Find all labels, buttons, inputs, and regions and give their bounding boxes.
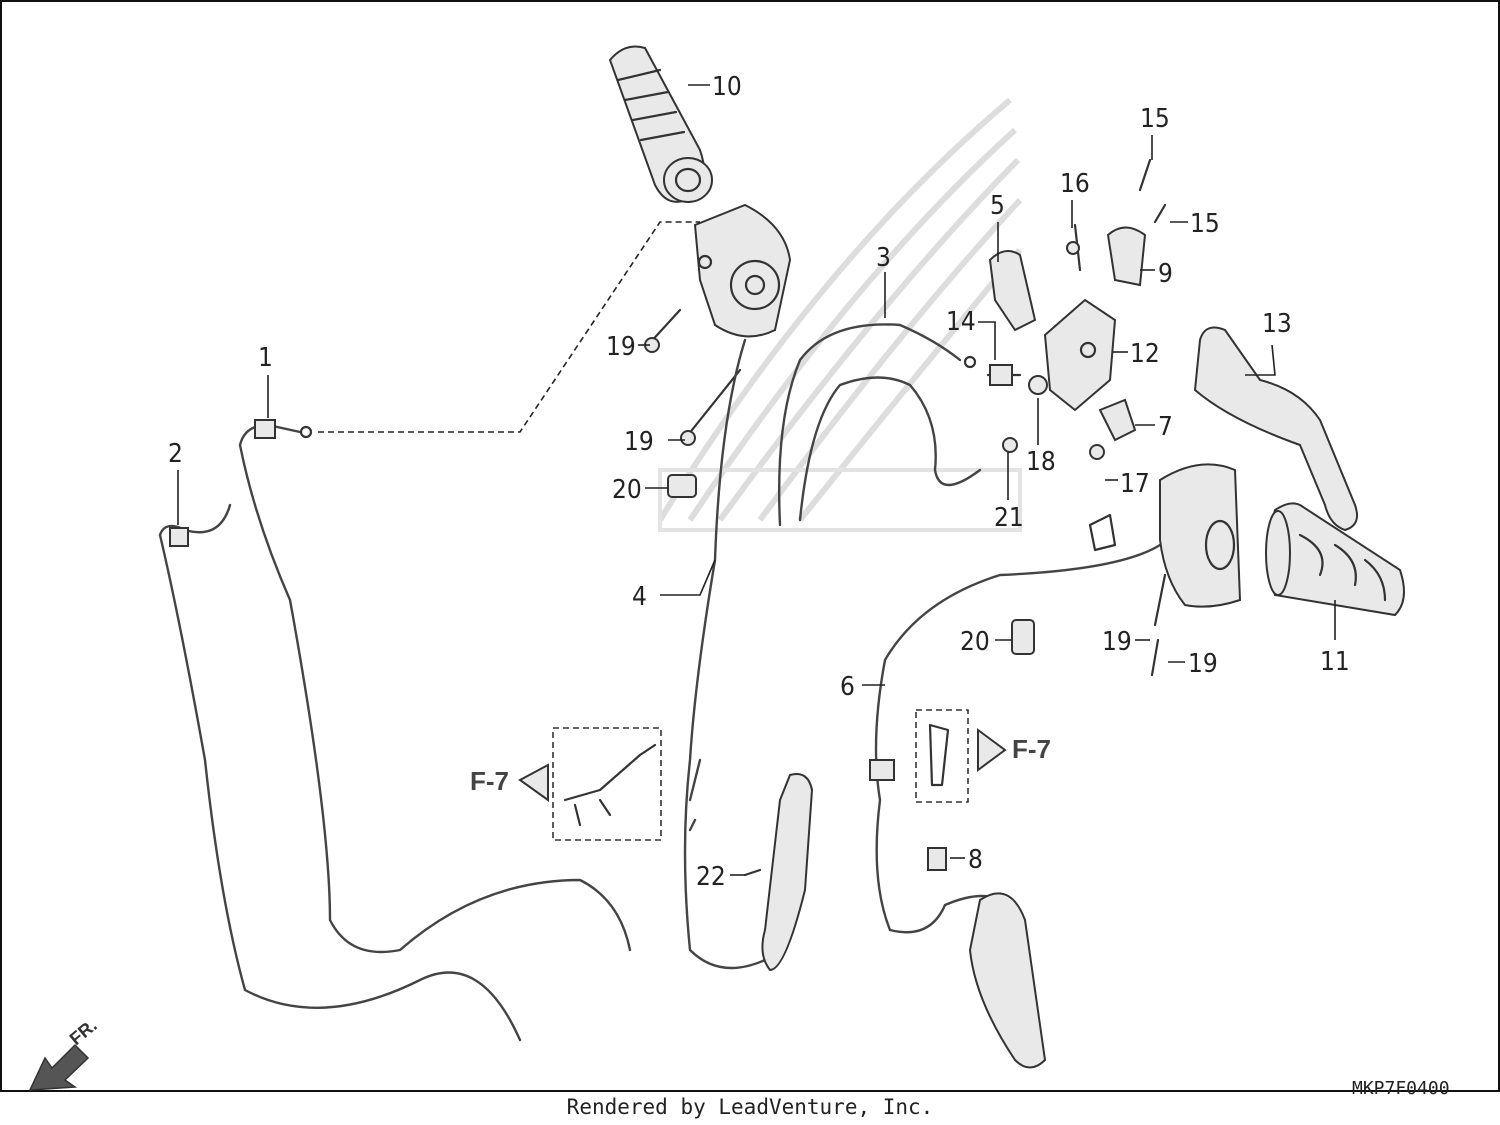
part-grip-10 xyxy=(608,45,713,203)
cable-1-end xyxy=(299,425,313,439)
callout-2: 2 xyxy=(168,439,183,469)
ref-box-right xyxy=(915,709,969,803)
cable-4 xyxy=(683,338,767,970)
part-cover-5 xyxy=(988,250,1037,332)
callout-3: 3 xyxy=(876,243,891,273)
part-bracket-9 xyxy=(1106,226,1147,287)
callout-7: 7 xyxy=(1158,412,1173,442)
arrow-left xyxy=(518,763,549,802)
arrow-right xyxy=(977,728,1007,772)
part-body-12-bore xyxy=(1079,341,1097,359)
part-lever-guard-right xyxy=(968,892,1047,1069)
part-bracket-left xyxy=(563,743,657,827)
callout-19-c: 19 xyxy=(1102,627,1132,657)
callout-19-d: 19 xyxy=(1188,649,1218,679)
cable-3-end xyxy=(963,355,977,369)
callout-5: 5 xyxy=(990,191,1005,221)
cable-3 xyxy=(777,323,962,527)
callout-16: 16 xyxy=(1060,169,1090,199)
callout-15-top: 15 xyxy=(1140,104,1170,134)
leader-lines xyxy=(177,84,1336,876)
callout-1: 1 xyxy=(258,343,273,373)
callout-11: 11 xyxy=(1320,647,1350,677)
part-clip-20-left xyxy=(667,474,697,498)
cable-4-ties xyxy=(688,758,702,832)
cable-6-clamp xyxy=(869,759,895,781)
credit-text: Rendered by LeadVenture, Inc. xyxy=(567,1095,934,1119)
part-nut-21 xyxy=(1002,437,1018,453)
part-nut-18 xyxy=(1028,375,1048,395)
part-clip-20-right xyxy=(1011,619,1035,655)
part-7 xyxy=(1098,398,1137,442)
part-switch-housing-right xyxy=(1088,463,1242,608)
callout-13: 13 xyxy=(1262,309,1292,339)
part-nut-17 xyxy=(1089,444,1105,460)
callout-18: 18 xyxy=(1026,447,1056,477)
part-8 xyxy=(927,847,947,871)
callout-19-b: 19 xyxy=(624,427,654,457)
cable-1 xyxy=(238,443,632,954)
cable-2 xyxy=(158,533,522,1042)
callout-6: 6 xyxy=(840,672,855,702)
callout-9: 9 xyxy=(1158,259,1173,289)
callout-8: 8 xyxy=(968,845,983,875)
callout-15-side: 15 xyxy=(1190,209,1220,239)
callout-20-right: 20 xyxy=(960,627,990,657)
callout-19-a: 19 xyxy=(606,332,636,362)
diagram-frame xyxy=(0,0,1500,1092)
ref-box-left xyxy=(552,727,662,841)
callout-22: 22 xyxy=(696,862,726,892)
front-direction-arrow: FR. xyxy=(28,1015,101,1091)
callout-4: 4 xyxy=(632,582,647,612)
callout-10: 10 xyxy=(712,72,742,102)
part-screw-19-upper xyxy=(644,308,682,353)
ref-label-left: F-7 xyxy=(470,766,509,796)
part-bolt-15-top xyxy=(1138,158,1152,192)
callout-14: 14 xyxy=(946,307,976,337)
part-body-12 xyxy=(1043,298,1117,412)
part-screw-19-right-b xyxy=(1150,638,1160,677)
callout-numbers: 10 15 15 16 5 9 3 12 13 14 7 18 17 19 1 … xyxy=(168,72,1350,892)
callout-21: 21 xyxy=(994,503,1024,533)
part-bolt-15-side xyxy=(1153,203,1167,224)
part-lever-13 xyxy=(1193,326,1358,532)
cable-2-adjuster xyxy=(169,527,189,547)
part-screw-19-lower xyxy=(680,368,742,446)
part-throttle-housing xyxy=(693,203,792,338)
ref-label-right: F-7 xyxy=(1012,734,1051,764)
part-lever-guard-left xyxy=(761,773,814,972)
part-screw-19-right-a xyxy=(1153,573,1167,627)
direction-label: FR. xyxy=(66,1015,101,1049)
callout-12: 12 xyxy=(1130,339,1160,369)
part-grip-11 xyxy=(1265,502,1405,617)
cable-3-lower xyxy=(798,376,982,522)
part-bracket-right xyxy=(928,723,950,787)
callout-20-left: 20 xyxy=(612,475,642,505)
cable-1-adjuster xyxy=(254,419,276,439)
diagram-code: MKP7F0400 xyxy=(1352,1078,1450,1099)
callout-17: 17 xyxy=(1120,469,1150,499)
part-bolt-22 xyxy=(743,868,762,877)
